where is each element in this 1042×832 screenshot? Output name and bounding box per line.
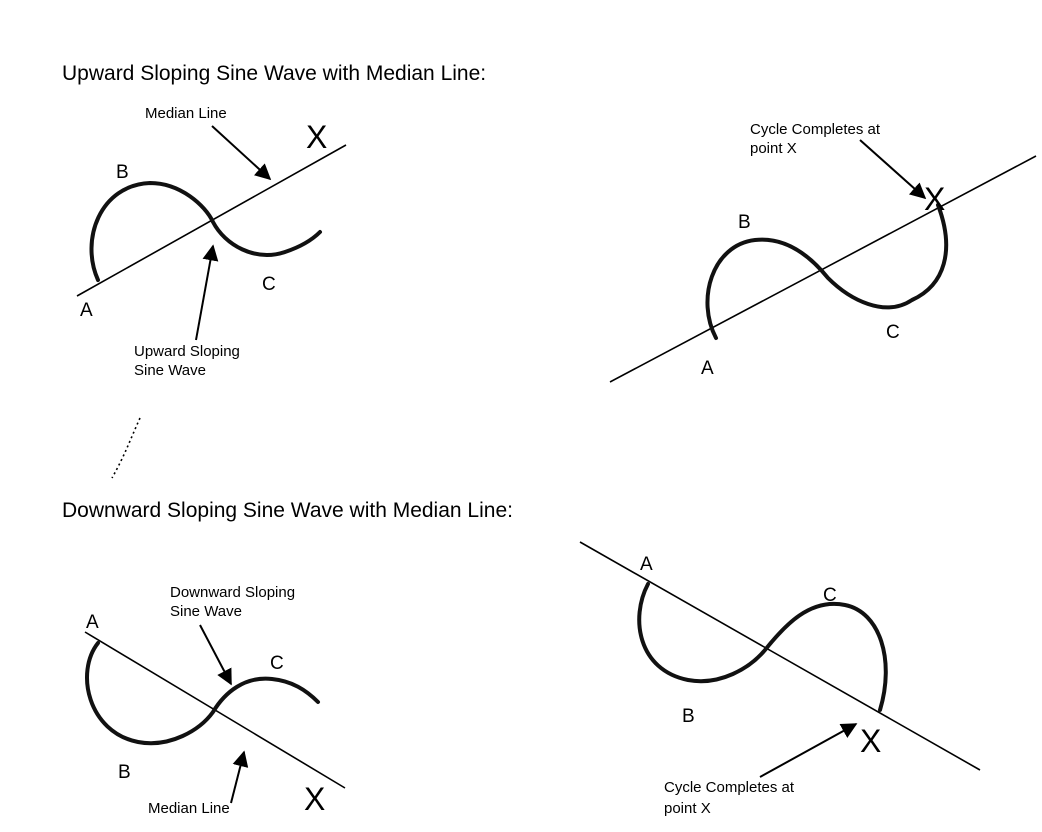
- cycle-completes-arrow: [859, 139, 927, 200]
- cycle-completes-annotation-line2: point X: [664, 800, 711, 817]
- point-x-label: X: [860, 723, 881, 759]
- downward-wave-arrow: [199, 624, 232, 686]
- panel-downward-right: A B C X Cycle Completes at point X: [579, 541, 981, 817]
- panel-upward-left: A B C X Median Line Upward Sloping Sine …: [76, 105, 347, 379]
- stray-mark: [111, 417, 141, 479]
- point-b-label: B: [116, 162, 129, 183]
- point-c-label: C: [270, 653, 284, 674]
- cycle-completes-annotation-line1: Cycle Completes at: [664, 779, 795, 796]
- upward-wave-annotation-line2: Sine Wave: [134, 362, 206, 379]
- upward-section-title: Upward Sloping Sine Wave with Median Lin…: [62, 62, 487, 85]
- point-a-label: A: [86, 612, 99, 633]
- point-c-label: C: [262, 274, 276, 295]
- downward-wave-annotation-line1: Downward Sloping: [170, 584, 295, 601]
- cycle-completes-annotation-line1: Cycle Completes at: [750, 121, 881, 138]
- median-line-annotation: Median Line: [148, 800, 230, 817]
- point-b-label: B: [118, 762, 131, 783]
- downward-wave-annotation-line2: Sine Wave: [170, 603, 242, 620]
- panel-downward-left: A B C X Downward Sloping Sine Wave Media…: [84, 584, 346, 817]
- point-b-label: B: [738, 212, 751, 233]
- cycle-completes-annotation-line2: point X: [750, 140, 797, 157]
- downward-sine-wave-full-cycle: [637, 582, 888, 712]
- point-x-label: X: [304, 781, 325, 817]
- median-line-arrow: [211, 125, 272, 181]
- upward-sine-wave-full-cycle: [705, 203, 949, 340]
- point-a-label: A: [80, 300, 93, 321]
- median-line: [609, 155, 1037, 383]
- downward-sine-wave: [85, 641, 320, 746]
- point-a-label: A: [701, 358, 714, 379]
- panel-upward-right: A B C X Cycle Completes at point X: [609, 121, 1037, 383]
- point-b-label: B: [682, 706, 695, 727]
- median-line-annotation: Median Line: [145, 105, 227, 122]
- upward-sine-wave: [89, 181, 322, 282]
- upward-wave-annotation-line1: Upward Sloping: [134, 343, 240, 360]
- median-line-arrow: [230, 750, 249, 804]
- upward-wave-arrow: [195, 244, 219, 341]
- point-x-label: X: [924, 181, 945, 217]
- median-line: [579, 541, 981, 771]
- point-c-label: C: [823, 585, 837, 606]
- point-c-label: C: [886, 322, 900, 343]
- point-a-label: A: [640, 554, 653, 575]
- point-x-label: X: [306, 119, 327, 155]
- downward-section-title: Downward Sloping Sine Wave with Median L…: [62, 499, 513, 522]
- cycle-completes-arrow: [759, 723, 858, 778]
